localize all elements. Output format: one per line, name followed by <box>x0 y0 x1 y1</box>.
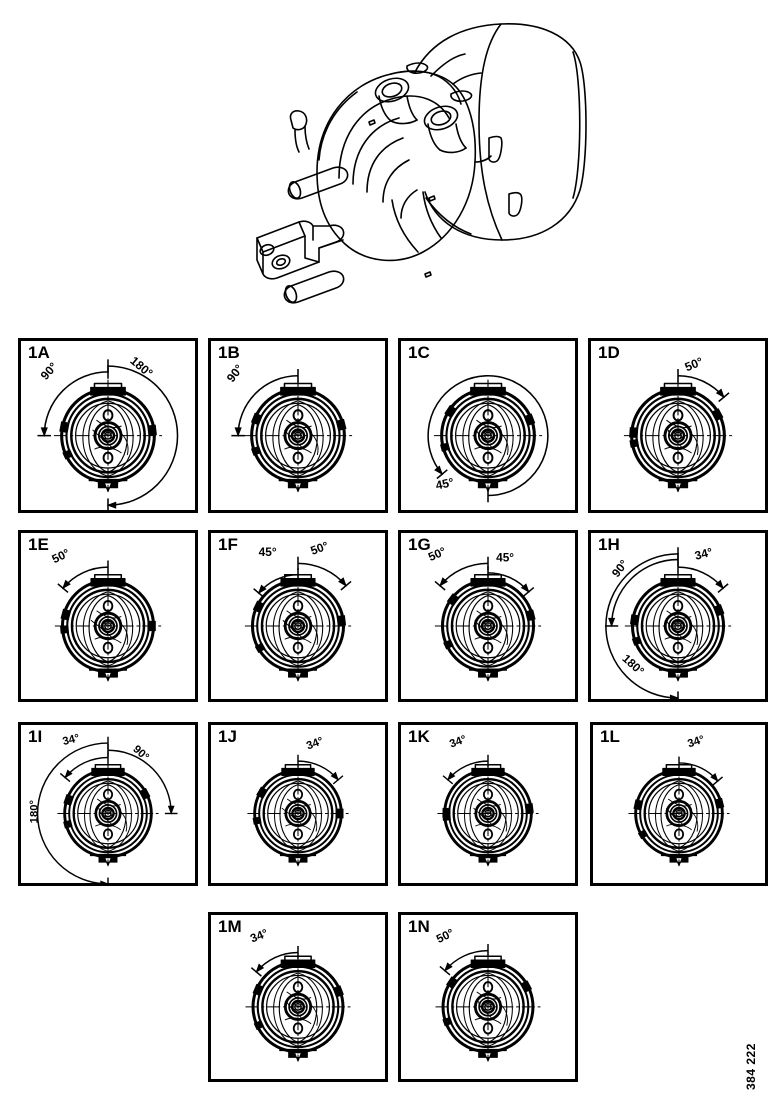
brake-chamber-end-view: 90°34°180° <box>591 533 765 699</box>
brake-chamber-end-view: 34° 90° 180° <box>21 725 195 883</box>
brake-chamber-end-view: 50° <box>21 533 195 699</box>
angle-dimension-label: 90° <box>609 557 631 580</box>
panel-label: 1K <box>408 727 430 746</box>
angle-dimension-label: 34° <box>448 733 469 750</box>
orientation-panel-1f: 1F 45° 50° <box>208 530 388 702</box>
panel-label: 1J <box>218 727 237 746</box>
orientation-panel-1d: 1D 50° <box>588 338 768 513</box>
brake-chamber-end-view: 90° <box>211 341 385 510</box>
orientation-panel-1i: 1I 34° 90° 180° <box>18 722 198 886</box>
angle-dimension-label: 45° <box>496 550 514 564</box>
orientation-panel-1m: 1M 34° <box>208 912 388 1082</box>
brake-chamber-end-view: 34° <box>211 915 385 1079</box>
panel-label: 1A <box>28 343 50 362</box>
orientation-panel-1l: 1L 34° <box>590 722 768 886</box>
angle-dimension-label: 180° <box>29 800 41 824</box>
angle-dimension-label: 50° <box>426 544 448 564</box>
panel-label: 1C <box>408 343 430 362</box>
panel-label: 1H <box>598 535 620 554</box>
angle-dimension-label: 50° <box>434 926 456 946</box>
panel-label: 1M <box>218 917 242 936</box>
panel-label: 1N <box>408 917 430 936</box>
angle-dimension-label: 50° <box>309 538 331 557</box>
angle-dimension-label: 34° <box>305 735 326 752</box>
brake-chamber-end-view: 50° 45° <box>401 533 575 699</box>
spring-brake-actuator-illustration <box>255 12 615 312</box>
angle-dimension-label: 180° <box>127 354 155 381</box>
panel-label: 1G <box>408 535 431 554</box>
brake-chamber-end-view: 34° <box>211 725 385 883</box>
angle-dimension-label: 34° <box>61 732 81 748</box>
panel-label: 1E <box>28 535 49 554</box>
angle-dimension-label: 34° <box>249 927 271 946</box>
brake-chamber-end-view: 50° <box>401 915 575 1079</box>
panel-label: 1I <box>28 727 43 746</box>
angle-dimension-label: 45° <box>434 475 455 493</box>
brake-chamber-end-view: 45° <box>401 341 575 510</box>
orientation-panel-1k: 1K 34° <box>398 722 578 886</box>
panel-label: 1L <box>600 727 620 746</box>
brake-chamber-end-view: 34° <box>593 725 765 883</box>
angle-dimension-label: 34° <box>686 734 706 751</box>
brake-chamber-end-view: 50° <box>591 341 765 510</box>
orientation-panel-1j: 1J 34° <box>208 722 388 886</box>
angle-dimension-label: 90° <box>38 360 61 383</box>
panel-label: 1B <box>218 343 240 362</box>
panel-label: 1F <box>218 535 238 554</box>
angle-dimension-label: 34° <box>693 545 714 563</box>
brake-chamber-end-view: 45° 50° <box>211 533 385 699</box>
angle-dimension-label: 90° <box>224 362 246 385</box>
angle-dimension-label: 90° <box>130 743 151 764</box>
brake-chamber-end-view: 34° <box>401 725 575 883</box>
brake-chamber-end-view: 90° 180° <box>21 341 195 510</box>
document-reference-code: 384 222 <box>744 1043 758 1090</box>
angle-dimension-label: 50° <box>683 354 705 374</box>
angle-dimension-label: 45° <box>259 545 277 559</box>
orientation-panel-1c: 1C 45° <box>398 338 578 513</box>
panel-label: 1D <box>598 343 620 362</box>
angle-dimension-label: 50° <box>50 546 72 567</box>
